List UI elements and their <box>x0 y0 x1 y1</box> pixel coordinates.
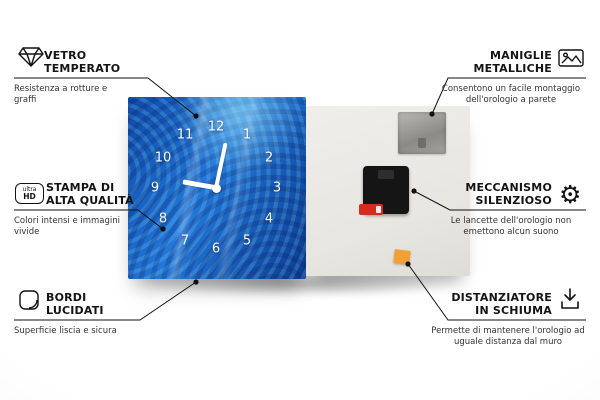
title-line: VETRO <box>44 49 87 62</box>
polished-edge-icon <box>19 290 39 310</box>
battery-tip <box>376 206 381 213</box>
callout-title-vetro: VETRO TEMPERATO <box>44 49 120 75</box>
callout-desc-distanziatore: Permette di mantenere l'orologio ad ugua… <box>431 326 585 347</box>
title-line: SILENZIOSO <box>475 194 552 207</box>
callout-desc-bordi: Superficie liscia e sicura <box>14 326 117 336</box>
clock-number: 4 <box>264 211 274 227</box>
battery <box>359 204 383 215</box>
clock-number: 8 <box>158 211 168 227</box>
title-line: ALTA QUALITÀ <box>46 194 134 207</box>
foam-spacer <box>393 249 411 265</box>
title-line: BORDI <box>46 291 87 304</box>
minute-hand <box>214 142 228 189</box>
wall-mount-icon <box>558 49 584 67</box>
ultra-hd-label-top: ultra <box>22 185 37 193</box>
title-line: MANIGLIE <box>489 49 552 62</box>
callout-title-maniglie: MANIGLIE METALLICHE <box>430 49 552 75</box>
callout-title-bordi: BORDI LUCIDATI <box>46 291 104 317</box>
callout-title-stampa: STAMPA DI ALTA QUALITÀ <box>46 181 134 207</box>
gear-icon: ⚙ <box>559 180 582 209</box>
title-line: DISTANZIATORE <box>451 291 552 304</box>
callout-desc-stampa: Colori intensi e immagini vivide <box>14 216 121 237</box>
clock-number: 5 <box>242 233 252 249</box>
metal-handle-plate <box>398 112 446 154</box>
clock-mechanism <box>359 166 409 215</box>
clock-number: 11 <box>176 127 194 143</box>
clock-center-cap <box>211 183 221 193</box>
clock-number: 9 <box>150 180 160 196</box>
clock-number: 7 <box>180 233 190 249</box>
hanging-slot <box>418 138 426 148</box>
callout-title-meccanismo: MECCANISMO SILENZIOSO <box>420 181 552 207</box>
title-line: IN SCHIUMA <box>475 304 552 317</box>
clock-number: 3 <box>272 180 282 196</box>
title-line: MECCANISMO <box>465 181 552 194</box>
callout-desc-meccanismo: Le lancette dell'orologio non emettono a… <box>450 216 572 237</box>
clock-face-panel: 12 1 2 3 4 5 6 7 8 9 10 11 <box>128 97 306 279</box>
callout-desc-vetro: Resistenza a rotture e graffi <box>14 84 108 105</box>
ultra-hd-label-bottom: HD <box>23 191 36 201</box>
title-line: STAMPA DI <box>46 181 115 194</box>
ultra-hd-icon: ultra HD <box>15 183 44 204</box>
spacer-arrow-icon <box>561 288 579 309</box>
title-line: TEMPERATO <box>44 62 121 75</box>
clock-number: 1 <box>242 127 252 143</box>
title-line: METALLICHE <box>473 62 552 75</box>
callout-title-distanziatore: DISTANZIATORE IN SCHIUMA <box>420 291 552 317</box>
mechanism-hanger <box>378 170 394 179</box>
diamond-icon <box>18 47 44 67</box>
clock-number: 12 <box>207 119 225 135</box>
clock-number: 10 <box>154 150 172 166</box>
clock-number: 6 <box>211 241 221 257</box>
callout-desc-maniglie: Consentono un facile montaggio dell'orol… <box>441 84 581 105</box>
title-line: LUCIDATI <box>46 304 104 317</box>
clock-number: 2 <box>264 150 274 166</box>
